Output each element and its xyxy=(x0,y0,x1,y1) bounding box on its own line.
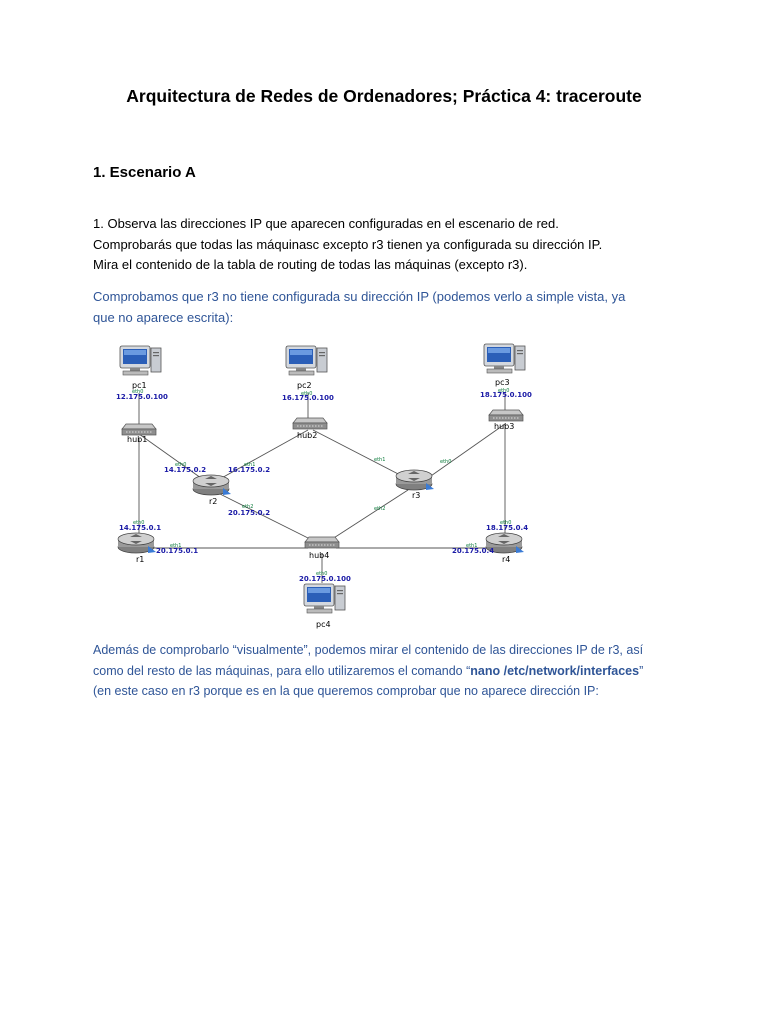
hub2-icon xyxy=(292,417,328,430)
router-r2-icon xyxy=(192,474,232,496)
link-hub1-r2 xyxy=(138,433,209,484)
document-title: Arquitectura de Redes de Ordenadores; Pr… xyxy=(126,86,642,106)
ip-pc2: 16.175.0.100 xyxy=(282,394,334,402)
ip-pc4: 20.175.0.100 xyxy=(299,575,351,583)
router-r3-icon xyxy=(395,469,435,491)
label-pc1: pc1 xyxy=(132,381,147,390)
ip-r4-eth1: 20.175.0.4 xyxy=(452,547,494,555)
network-diagram: pc1 pc2 pc3 pc4 hub1 hub2 hub3 hub4 r2 r… xyxy=(116,343,532,629)
eth-r4-eth1: eth1 xyxy=(466,543,477,549)
label-hub2: hub2 xyxy=(297,431,317,440)
pc2-icon xyxy=(285,345,328,376)
intro-line: 1. Observa las direcciones IP que aparec… xyxy=(93,216,559,231)
ip-r1-eth0: 14.175.0.1 xyxy=(119,524,161,532)
command-text: nano /etc/network/interfaces xyxy=(470,663,640,678)
ip-pc1: 12.175.0.100 xyxy=(116,393,168,401)
intro-paragraph: 1. Observa las direcciones IP que aparec… xyxy=(93,214,693,276)
explanation-paragraph: Además de comprobarlo “visualmente”, pod… xyxy=(93,640,693,702)
ip-r2-eth2: 20.175.0.2 xyxy=(228,509,270,517)
link-hub3-r3 xyxy=(427,423,506,479)
pc1-icon xyxy=(119,345,162,376)
eth-r3-eth1: eth1 xyxy=(374,457,385,463)
eth-r1-eth1: eth1 xyxy=(170,543,181,549)
label-r1: r1 xyxy=(136,555,144,564)
link-hub2-r2 xyxy=(217,429,309,481)
explanation-line: (en este caso en r3 porque es en la que … xyxy=(93,684,599,698)
hub3-icon xyxy=(488,409,524,422)
label-hub4: hub4 xyxy=(309,551,329,560)
label-hub3: hub3 xyxy=(494,422,514,431)
explanation-text: ” xyxy=(639,663,644,678)
label-pc3: pc3 xyxy=(495,378,510,387)
pc4-icon xyxy=(303,583,346,614)
link-r3-hub4 xyxy=(325,489,409,544)
eth-pc1: eth0 xyxy=(132,389,143,395)
eth-r2-eth1: eth1 xyxy=(244,462,255,468)
eth-r4-eth0: eth0 xyxy=(500,520,511,526)
eth-r2-eth0: eth0 xyxy=(175,462,186,468)
label-pc2: pc2 xyxy=(297,381,312,390)
links xyxy=(138,393,506,583)
eth-r3-eth0: eth0 xyxy=(440,459,451,465)
ip-r2-eth1: 16.175.0.2 xyxy=(228,466,270,474)
eth-pc4: eth0 xyxy=(316,571,327,577)
intro-line: Mira el contenido de la tabla de routing… xyxy=(93,257,528,272)
explanation-line: como del resto de las máquinas, para ell… xyxy=(93,661,693,682)
answer-paragraph: Comprobamos que r3 no tiene configurada … xyxy=(93,286,693,328)
hub1-icon xyxy=(121,423,157,436)
explanation-text: como del resto de las máquinas, para ell… xyxy=(93,663,471,678)
label-pc4: pc4 xyxy=(316,620,331,629)
label-r3: r3 xyxy=(412,491,420,500)
section-heading: 1. Escenario A xyxy=(93,164,196,181)
eth-r1-eth0: eth0 xyxy=(133,520,144,526)
ip-r2-eth0: 14.175.0.2 xyxy=(164,466,206,474)
eth-pc2: eth0 xyxy=(301,391,312,397)
eth-r2-eth2: eth2 xyxy=(242,504,253,510)
ip-r4-eth0: 18.175.0.4 xyxy=(486,524,528,532)
answer-line: Comprobamos que r3 no tiene configurada … xyxy=(93,289,626,304)
link-hub2-r3 xyxy=(312,429,407,479)
hub4-icon xyxy=(304,536,340,549)
label-r4: r4 xyxy=(502,555,510,564)
router-r1-icon xyxy=(117,532,157,554)
ip-pc3: 18.175.0.100 xyxy=(480,391,532,399)
pc3-icon xyxy=(483,343,526,374)
explanation-line: Además de comprobarlo “visualmente”, pod… xyxy=(93,643,644,657)
label-hub1: hub1 xyxy=(127,435,147,444)
eth-r3-eth2: eth2 xyxy=(374,506,385,512)
eth-pc3: eth0 xyxy=(498,388,509,394)
intro-line: Comprobarás que todas las máquinasc exce… xyxy=(93,236,603,252)
answer-line: que no aparece escrita): xyxy=(93,310,234,325)
link-r2-hub4 xyxy=(217,492,319,544)
ip-r1-eth1: 20.175.0.1 xyxy=(156,547,198,555)
label-r2: r2 xyxy=(209,497,217,506)
